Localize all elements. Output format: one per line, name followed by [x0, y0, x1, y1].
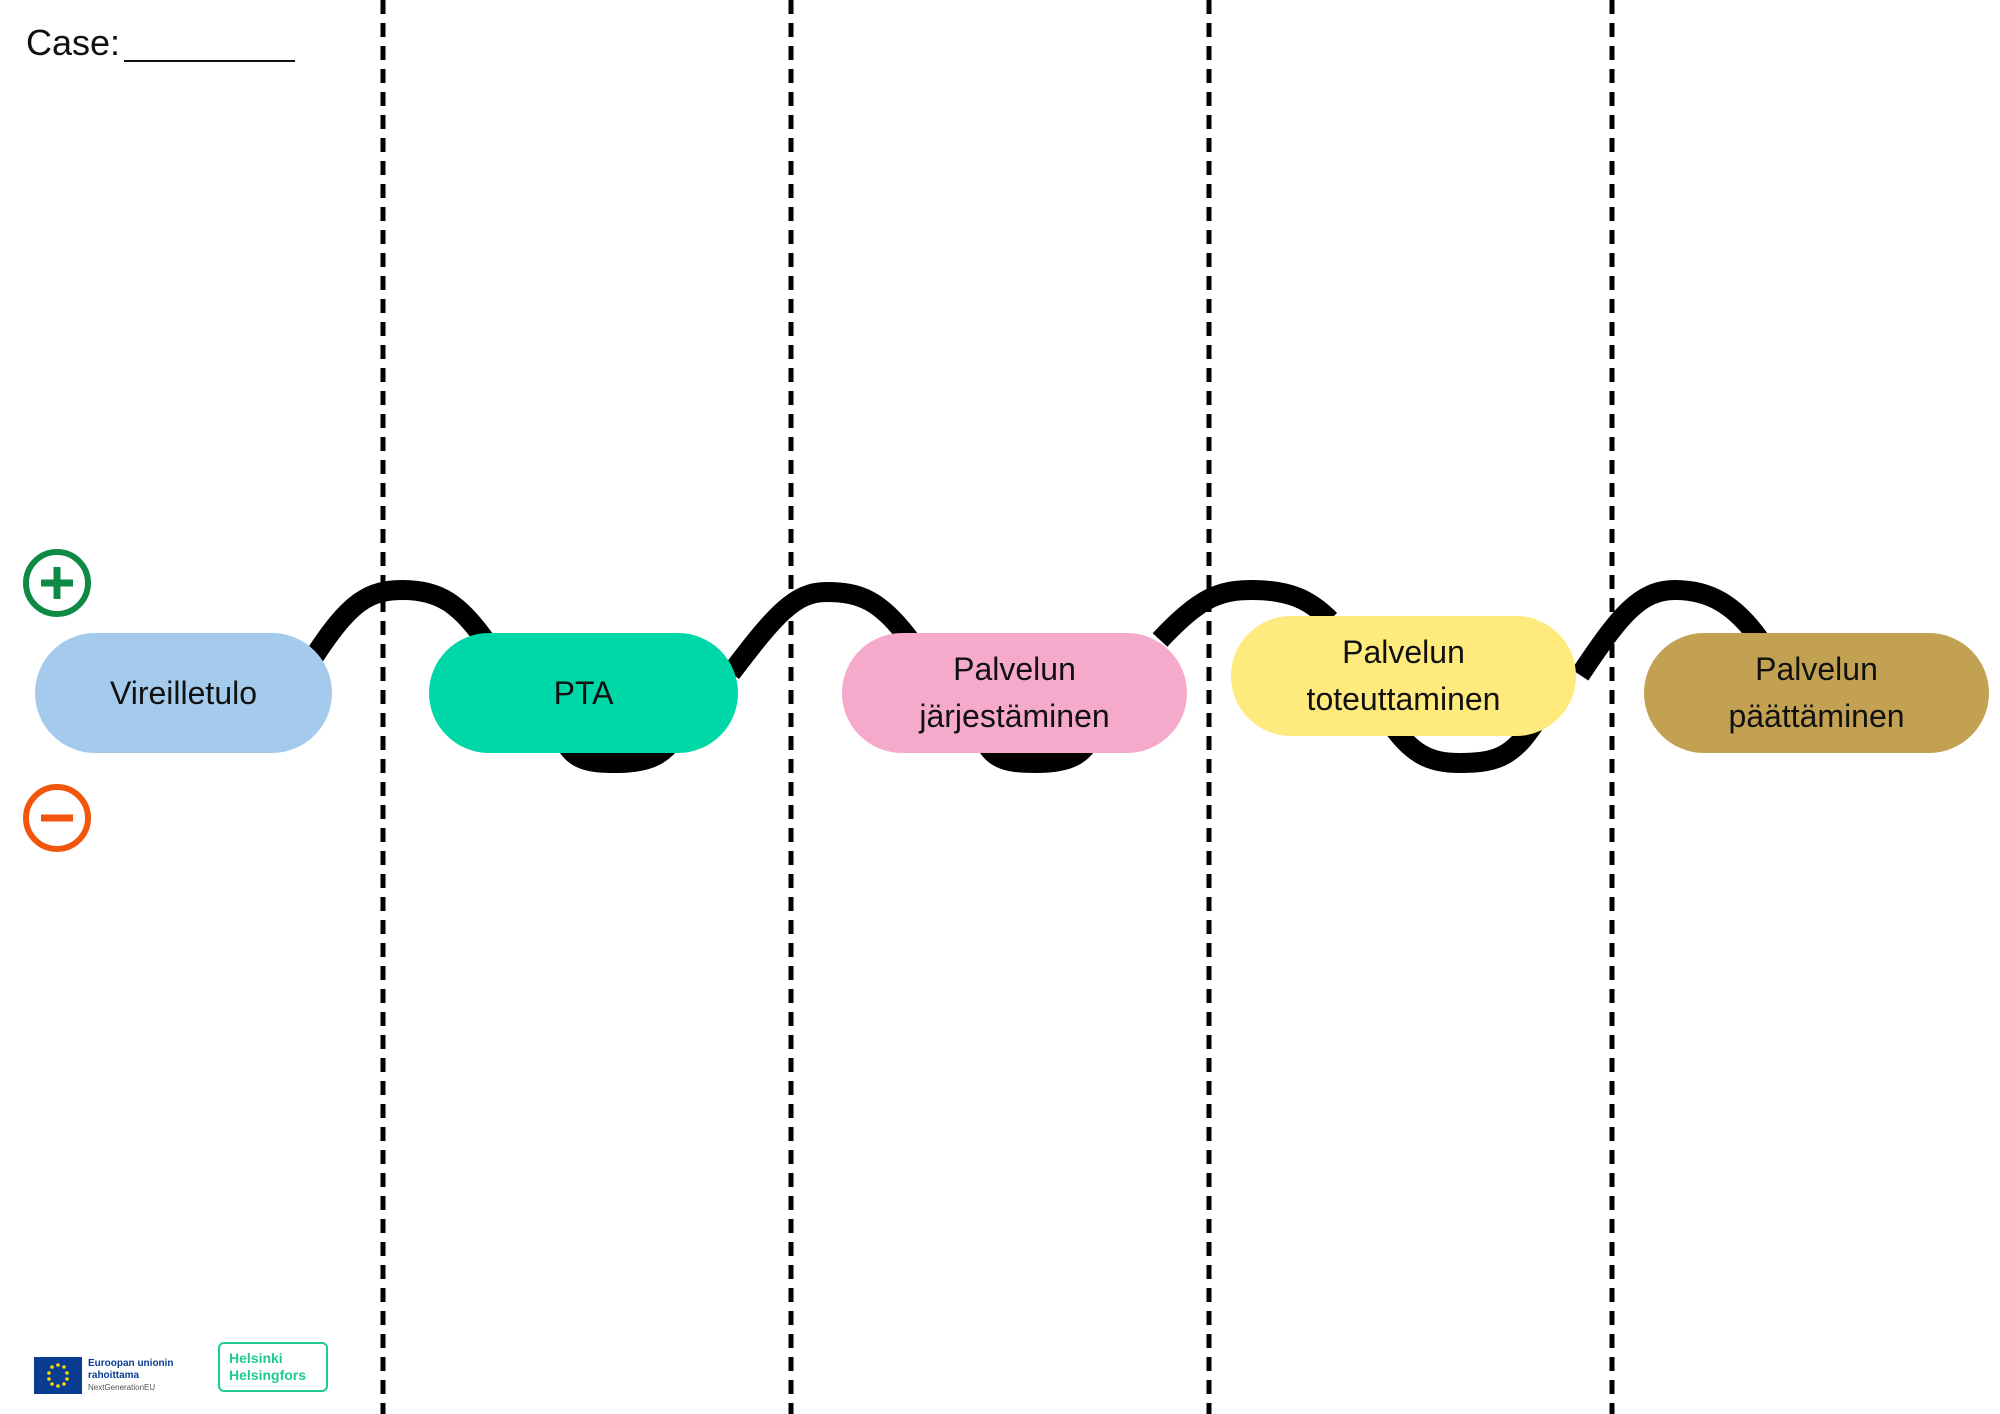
stage-pta: PTA [429, 633, 738, 753]
eu-logo-line1: Euroopan unionin [88, 1357, 174, 1369]
eu-logo-line2: rahoittama [88, 1369, 140, 1381]
case-label: Case: [26, 22, 121, 63]
path-segment [303, 579, 494, 666]
stage-vireilletulo: Vireilletulo [35, 633, 332, 753]
stage-palvelun-jarjestaminen: Palvelun järjestäminen [842, 633, 1187, 753]
stage-palvelun-toteuttaminen: Palvelun toteuttaminen [1231, 616, 1576, 736]
dashed-dividers [380, 0, 1615, 1414]
path-segment [723, 581, 918, 680]
path-segment [1571, 579, 1769, 681]
eu-logo-line3: NextGenerationEU [88, 1382, 156, 1392]
path-segment [1152, 579, 1338, 647]
plus-circle-icon [23, 549, 91, 617]
path-segment [1376, 709, 1549, 774]
minus-circle-icon [23, 784, 91, 852]
eu-flag-icon [34, 1357, 82, 1394]
helsinki-logo: Helsinki Helsingfors [218, 1342, 328, 1392]
stage-palvelun-paattaminen: Palvelun päättäminen [1644, 633, 1989, 753]
eu-funding-logo: Euroopan unionin rahoittama NextGenerati… [34, 1357, 174, 1394]
case-input-line[interactable] [124, 60, 295, 62]
